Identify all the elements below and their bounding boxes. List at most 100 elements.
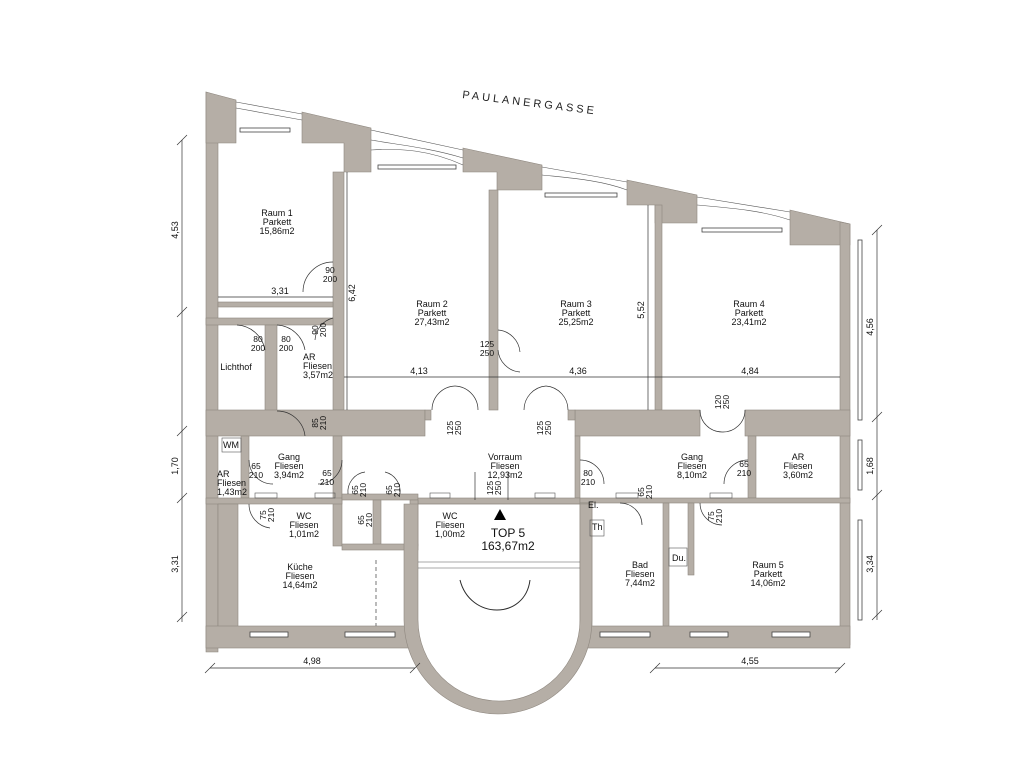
wall-mid-h-vorraum2 (417, 497, 581, 505)
svg-text:210: 210 (249, 470, 263, 480)
unit-area: 163,67m2 (481, 539, 535, 553)
svg-text:250: 250 (480, 348, 494, 358)
room-area: 3,57m2 (303, 370, 333, 380)
svg-text:210: 210 (320, 477, 334, 487)
svg-text:250: 250 (543, 421, 553, 435)
wall-front-pier-2 (462, 147, 543, 191)
wall-mid-h-left (205, 497, 343, 505)
room-floor: Parkett (263, 217, 292, 227)
wall-band-left (205, 409, 426, 437)
wall-band-vorraum-l (424, 409, 432, 421)
room-area: 7,44m2 (625, 578, 655, 588)
dim-right-top: 4,56 (865, 318, 875, 336)
room-gang-right: Gang Fliesen 8,10m2 (677, 452, 707, 480)
room-floor: Fliesen (783, 461, 812, 471)
svg-text:210: 210 (644, 485, 654, 499)
svg-text:250: 250 (721, 395, 731, 409)
wall-left-front-pier (205, 91, 237, 144)
svg-text:125: 125 (535, 421, 545, 435)
room-name: Raum 5 (752, 560, 784, 570)
room-name: Raum 2 (416, 299, 448, 309)
room-floor: Fliesen (490, 461, 519, 471)
wall-r3-r4 (654, 204, 663, 411)
room-area: 12,93m2 (487, 470, 522, 480)
fixture-th: Th (592, 522, 603, 532)
fixture-du: Du. (672, 553, 686, 563)
svg-text:65: 65 (739, 459, 749, 469)
svg-text:125: 125 (485, 481, 495, 495)
svg-text:65: 65 (636, 487, 646, 497)
room-area: 27,43m2 (414, 317, 449, 327)
wall-kitchen-inner (217, 503, 239, 635)
door-swings (236, 261, 749, 529)
dim-r1-width: 3,31 (271, 286, 289, 296)
svg-text:210: 210 (266, 508, 276, 522)
room-name: Bad (632, 560, 648, 570)
svg-text:200: 200 (251, 343, 265, 353)
room-floor: Fliesen (303, 361, 332, 371)
room-floor: Parkett (418, 308, 447, 318)
svg-text:125: 125 (480, 339, 494, 349)
room-raum-1: Raum 1 Parkett 15,86m2 (259, 208, 294, 236)
interior-lines (221, 437, 733, 626)
room-floor: Fliesen (625, 569, 654, 579)
wall-mid-v2 (332, 435, 343, 547)
wall-mid-v3 (574, 435, 581, 499)
room-kueche: Küche Fliesen 14,64m2 (282, 562, 317, 590)
wall-mid-h-right (579, 497, 851, 504)
wall-band-mid (574, 409, 701, 437)
unit-name: TOP 5 (491, 526, 526, 540)
svg-text:65: 65 (350, 485, 360, 495)
room-name: Vorraum (488, 452, 522, 462)
svg-text:200: 200 (279, 343, 293, 353)
svg-text:65: 65 (322, 468, 332, 478)
room-floor: Parkett (754, 569, 783, 579)
room-name: Küche (287, 562, 313, 572)
room-floor: Fliesen (274, 461, 303, 471)
room-name: WC (297, 511, 312, 521)
walls (205, 91, 851, 715)
svg-text:210: 210 (358, 483, 368, 497)
fixture-el: El. (588, 500, 599, 510)
room-floor: Fliesen (289, 520, 318, 530)
room-area: 14,64m2 (282, 580, 317, 590)
wall-left-outer (205, 91, 219, 653)
svg-text:90: 90 (310, 325, 320, 335)
svg-text:200: 200 (323, 274, 337, 284)
dim-bottom-left: 4,98 (303, 656, 321, 666)
svg-text:80: 80 (583, 468, 593, 478)
room-floor: Fliesen (217, 478, 246, 488)
room-name: Gang (681, 452, 703, 462)
entrance-arrow-icon (494, 509, 506, 520)
room-ar-right: AR Fliesen 3,60m2 (783, 452, 813, 480)
room-name: Gang (278, 452, 300, 462)
room-name: Raum 4 (733, 299, 765, 309)
svg-text:75: 75 (258, 510, 268, 520)
svg-text:80: 80 (253, 334, 263, 344)
room-floor: Fliesen (677, 461, 706, 471)
svg-text:210: 210 (581, 477, 595, 487)
facade (235, 101, 791, 221)
wall-wc-v (372, 499, 382, 547)
svg-text:210: 210 (392, 483, 402, 497)
room-gang-left: Gang Fliesen 3,94m2 (274, 452, 304, 480)
room-vorraum: Vorraum Fliesen 12,93m2 (487, 452, 522, 480)
dim-r2-width: 4,13 (410, 366, 428, 376)
dim-r4-width: 4,84 (741, 366, 759, 376)
room-name: AR (217, 469, 230, 479)
svg-text:210: 210 (737, 468, 751, 478)
svg-text:85: 85 (310, 418, 320, 428)
dim-r3-depth: 5,52 (636, 301, 646, 319)
